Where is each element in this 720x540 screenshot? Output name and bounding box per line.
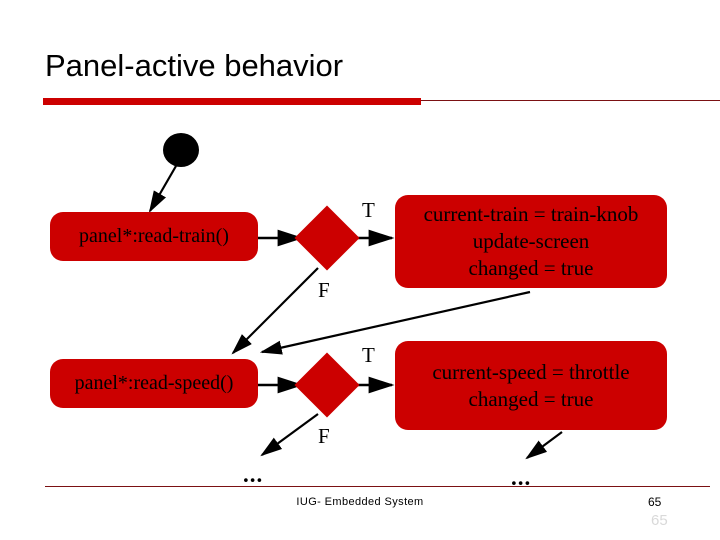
- initial-state-node: [163, 133, 199, 167]
- node-action-1-line-2: update-screen: [472, 229, 590, 254]
- title-accent-bar: [43, 98, 421, 105]
- node-action-2-line-1: current-speed = throttle: [432, 359, 630, 384]
- edge-label-true-1: T: [362, 198, 375, 222]
- node-read-train-label: panel*:read-train(): [79, 224, 229, 247]
- edge-label-false-1: F: [318, 278, 330, 302]
- page-title: Panel-active behavior: [45, 48, 344, 83]
- title-thin-rule: [421, 100, 720, 101]
- node-read-train[interactable]: panel*:read-train(): [50, 212, 258, 261]
- edge-label-false-2: F: [318, 424, 330, 448]
- footer-divider: [45, 486, 710, 487]
- footer-text: IUG- Embedded System: [296, 496, 424, 508]
- decision-node-1[interactable]: [294, 205, 360, 271]
- edge-label-true-2: T: [362, 343, 375, 367]
- node-action-1[interactable]: current-train = train-knob update-screen…: [395, 195, 667, 288]
- node-action-1-line-1: current-train = train-knob: [423, 202, 639, 227]
- continuation-ellipsis-right: ...: [511, 465, 532, 490]
- node-action-1-line-3: changed = true: [468, 255, 594, 280]
- page-number-ghost: 65: [651, 512, 668, 529]
- node-read-speed[interactable]: panel*:read-speed(): [50, 359, 258, 408]
- continuation-ellipsis-left: ...: [243, 462, 264, 487]
- page-number: 65: [648, 495, 662, 509]
- node-read-speed-label: panel*:read-speed(): [74, 371, 234, 394]
- decision-node-2[interactable]: [294, 352, 360, 418]
- node-action-2-line-2: changed = true: [468, 386, 594, 411]
- node-action-2[interactable]: current-speed = throttle changed = true: [395, 341, 667, 430]
